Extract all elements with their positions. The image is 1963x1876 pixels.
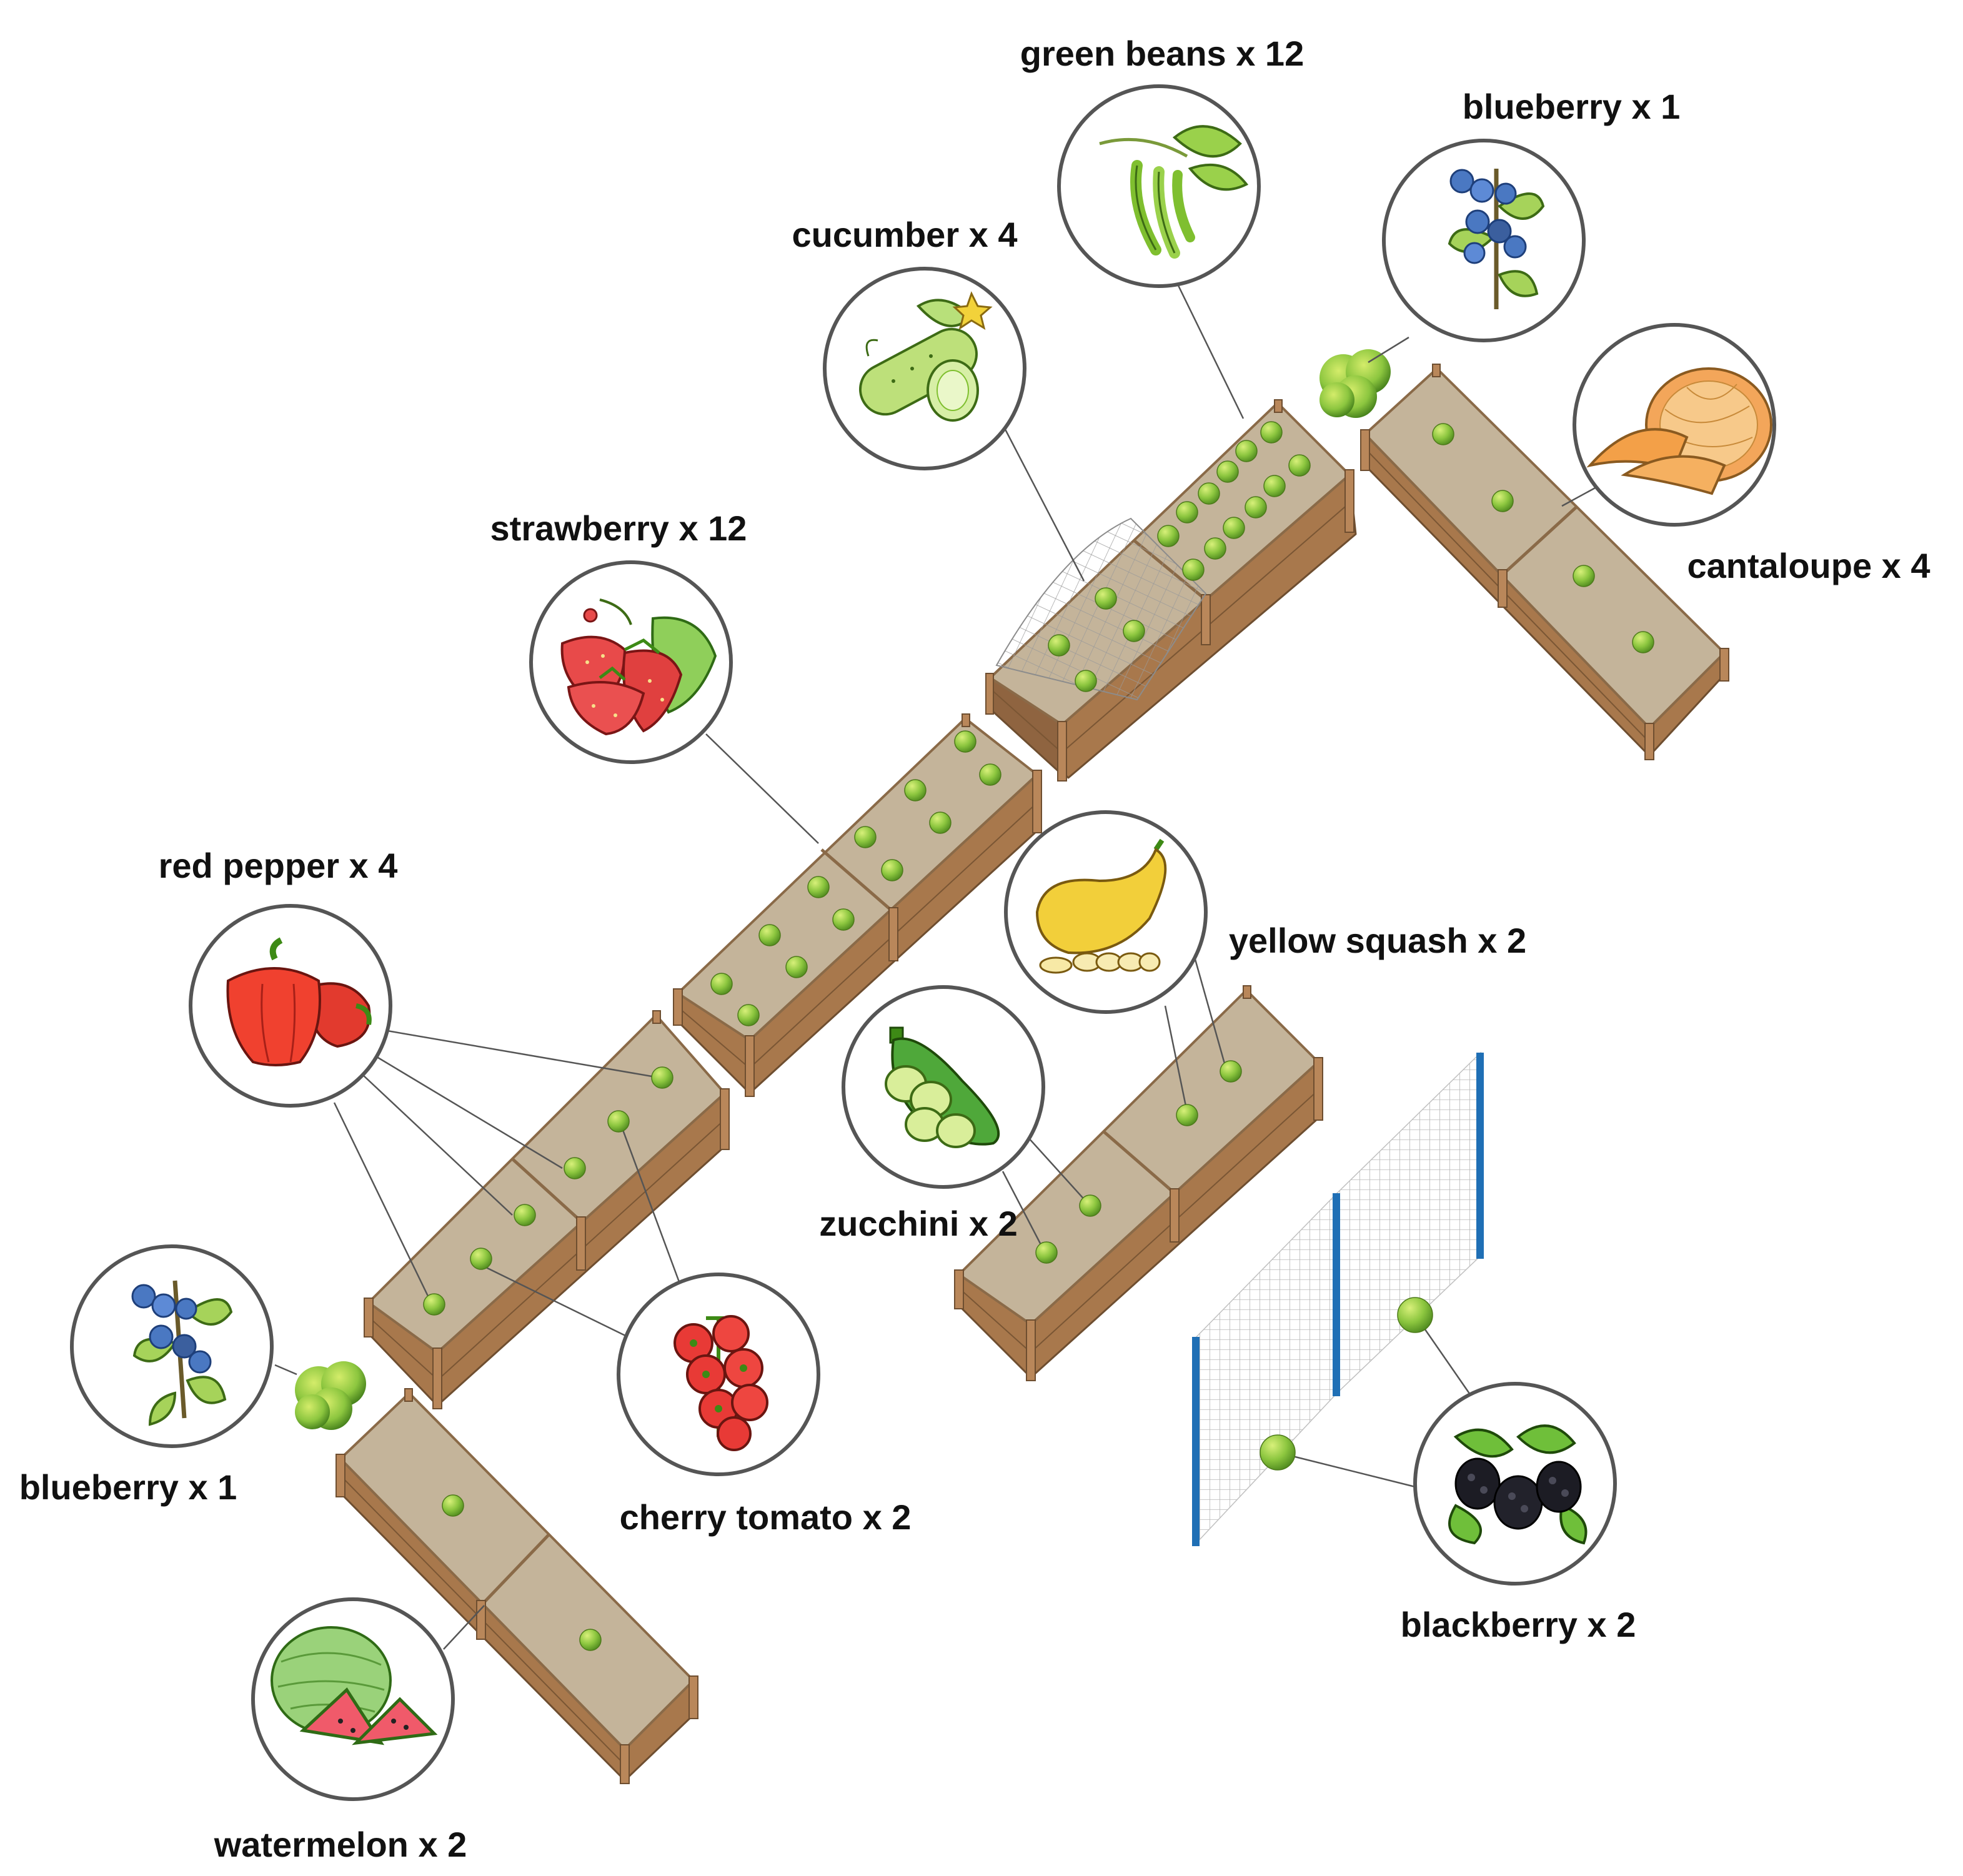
- blueberry-icon: [1448, 169, 1545, 309]
- plant-label: blackberry x 2: [1401, 1605, 1636, 1644]
- watermelon-icon: [271, 1626, 438, 1745]
- cucumber-markers: [1048, 587, 1145, 692]
- blueberry-top-badge: blueberry x 1: [1382, 87, 1681, 342]
- leader-lines: [274, 284, 1597, 1650]
- watermelon-markers: [442, 1494, 602, 1651]
- pepper-tomato-markers: [423, 1066, 673, 1316]
- raised-bed-pepper-tomato: [364, 1010, 730, 1409]
- green-beans-badge: green beans x 12: [1020, 34, 1304, 288]
- plant-label: red pepper x 4: [159, 846, 398, 885]
- green-beans-markers: [1157, 421, 1311, 581]
- plant-markers: [423, 421, 1654, 1651]
- red-pepper-icon: [226, 937, 372, 1066]
- cherry-tomato-badge: cherry tomato x 2: [617, 1273, 912, 1537]
- strawberry-icon: [560, 598, 717, 736]
- trellis-post: [1333, 1193, 1340, 1396]
- raised-bed-watermelon: [335, 1388, 698, 1784]
- trellis-post: [1192, 1337, 1200, 1546]
- plant-label: cantaloupe x 4: [1687, 546, 1930, 585]
- plant-label: cucumber x 4: [792, 215, 1017, 254]
- plant-label: green beans x 12: [1020, 34, 1304, 73]
- green-beans-icon: [1099, 125, 1249, 259]
- zucchini-badge: zucchini x 2: [819, 985, 1045, 1243]
- cucumber-icon: [859, 291, 993, 422]
- strawberry-markers: [710, 730, 1001, 1026]
- plant-label: blueberry x 1: [1463, 87, 1681, 126]
- blueberry-icon: [131, 1280, 233, 1426]
- trellis-post: [1476, 1053, 1484, 1259]
- blackberry-markers: [1260, 1297, 1433, 1471]
- squash-zucchini-markers: [1035, 1060, 1242, 1264]
- plant-label: blueberry x 1: [19, 1467, 237, 1507]
- plant-label: strawberry x 12: [490, 509, 747, 548]
- cucumber-badge: cucumber x 4: [792, 215, 1026, 470]
- raised-bed-strawberry: [673, 713, 1042, 1097]
- blackberry-trellis: [1192, 1051, 1484, 1546]
- blackberry-badge: blackberry x 2: [1401, 1382, 1636, 1644]
- cantaloupe-icon: [1586, 367, 1772, 495]
- blackberry-icon: [1448, 1424, 1588, 1545]
- strawberry-badge: strawberry x 12: [490, 509, 747, 764]
- blueberry-left-badge: blueberry x 1: [19, 1244, 274, 1507]
- plant-label: zucchini x 2: [819, 1204, 1017, 1243]
- plant-label: cherry tomato x 2: [620, 1497, 912, 1537]
- zucchini-icon: [885, 1026, 1000, 1148]
- yellow-squash-badge: yellow squash x 2: [1004, 810, 1526, 1014]
- raised-bed-cucumber-beans: [985, 399, 1357, 782]
- yellow-squash-icon: [1035, 838, 1167, 974]
- red-pepper-badge: red pepper x 4: [159, 846, 398, 1108]
- blueberry-bush-top: [1319, 349, 1391, 418]
- cantaloupe-markers: [1432, 423, 1654, 653]
- cherry-tomato-icon: [673, 1315, 768, 1451]
- watermelon-badge: watermelon x 2: [214, 1597, 467, 1864]
- plant-label: watermelon x 2: [214, 1825, 467, 1864]
- blueberry-bush-left: [295, 1361, 366, 1430]
- cantaloupe-badge: cantaloupe x 4: [1573, 323, 1931, 585]
- plant-label: yellow squash x 2: [1229, 921, 1526, 960]
